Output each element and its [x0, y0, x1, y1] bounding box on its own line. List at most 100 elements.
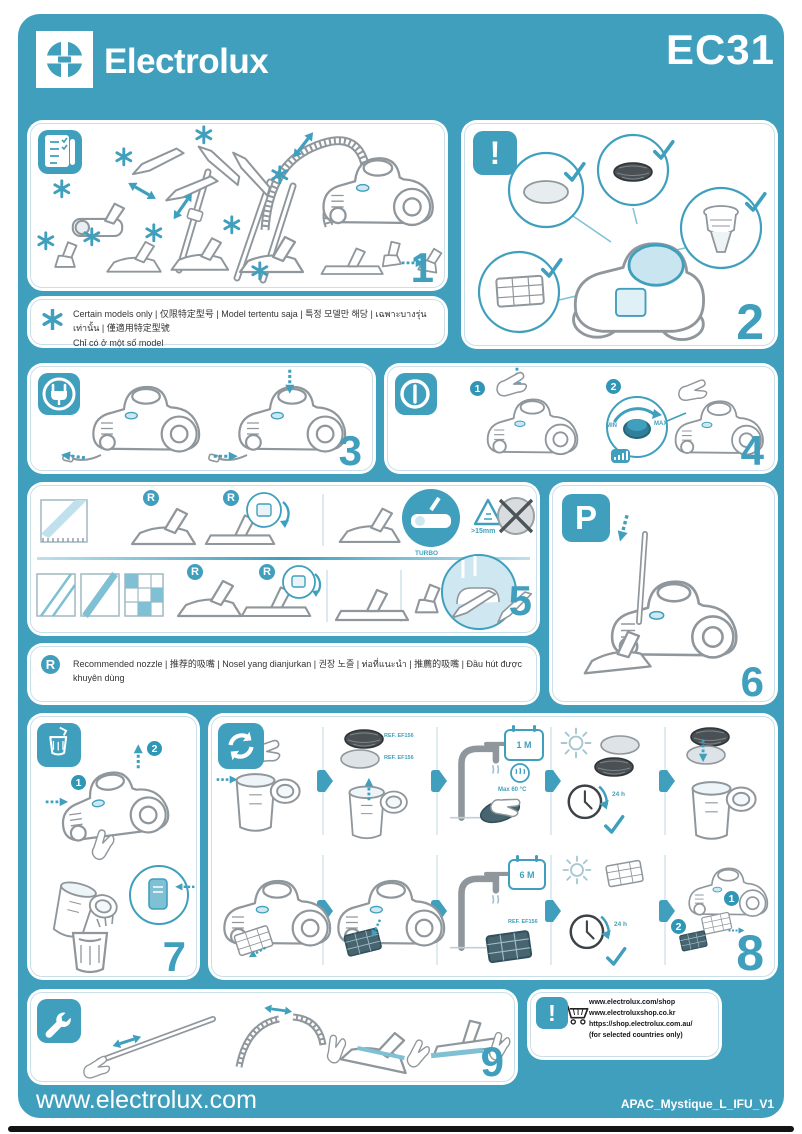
carpet-icon — [40, 499, 88, 543]
turbo-label: TURBO — [415, 550, 439, 557]
footer-doc-ref: APAC_Mystique_L_IFU_V1 — [620, 1097, 774, 1111]
step-1-badge: 1 — [724, 891, 739, 906]
calendar-6m-icon: 6 M — [508, 855, 546, 890]
vacuum-front-illustration — [572, 242, 705, 341]
filter-ref-label: REF. EF156 — [384, 733, 414, 739]
note-recommended-nozzle: R Recommended nozzle | 推荐的吸嘴 | Nosel yan… — [27, 643, 540, 705]
cord-illustration — [59, 368, 347, 464]
wash-hand-icon — [510, 763, 530, 783]
parking-glyph: P — [574, 499, 597, 536]
note-certain-models: Certain models only | 仅限特定型号 | Model ter… — [27, 296, 448, 348]
hepa-filter-circle — [477, 250, 563, 334]
wrench-icon — [37, 999, 81, 1043]
pedal-inset-circle — [246, 492, 290, 528]
panel-number: 4 — [740, 427, 764, 474]
recommended-badge: R — [223, 490, 239, 506]
power-icon — [395, 373, 437, 415]
turbo-brush-illustration — [71, 202, 126, 238]
panel-shop-info: ! www.electrolux.com/shop www.electrolux… — [527, 989, 722, 1060]
step-2-badge: 2 — [671, 919, 686, 934]
latch-detail-circle — [129, 865, 196, 925]
panel-number: 9 — [480, 1038, 504, 1085]
clearance-warning-triangle — [473, 498, 503, 526]
pedal-inset-circle-2 — [282, 565, 322, 599]
troubleshooting-illustration — [82, 1002, 517, 1082]
filter-ref-label: REF. EF156 — [508, 919, 538, 925]
dry-time-label: 24 h — [614, 921, 628, 928]
filter-maintenance-illustration — [215, 727, 769, 966]
panel-filter-maintenance: REF. EF156 REF. EF156 1 M Max 60 °C 24 h… — [208, 713, 778, 980]
shop-url-3: https://shop.electrolux.com.au/ — [589, 1020, 693, 1028]
foam-filter-circle — [507, 151, 586, 229]
model-number: EC31 — [665, 26, 775, 73]
power-illustration — [486, 366, 764, 463]
models-note-line2: Chỉ có ở một số model — [73, 337, 164, 348]
nozzle-illustration — [36, 489, 537, 630]
panel-number: 8 — [736, 925, 764, 981]
panel-parking: P 6 — [549, 482, 778, 705]
parking-icon: P — [562, 494, 610, 542]
vacuum-illustration — [486, 398, 579, 456]
trash-icon — [37, 723, 81, 767]
dial-max-label: MAX — [654, 421, 668, 427]
row-divider — [37, 557, 530, 560]
filters-illustration — [477, 133, 767, 341]
nozzle-illustration — [339, 1022, 415, 1075]
recommended-badge: R — [187, 564, 203, 580]
clearance-label: >15mm — [471, 528, 496, 535]
filter-ref-label: REF. EF156 — [384, 755, 414, 761]
models-note-line1: Certain models only | 仅限特定型号 | Model ter… — [73, 309, 427, 334]
panel-number: 3 — [338, 427, 362, 474]
recommended-badge: R — [41, 655, 60, 674]
panel-nozzle-selection: R R R R TURBO >15mm 5 — [27, 482, 540, 636]
upholstery-scene-circle — [441, 554, 537, 630]
footer-website: www.electrolux.com — [36, 1086, 257, 1114]
max-temp-label: Max 60 °C — [498, 787, 527, 793]
panel-filters-check: ! 2 — [461, 120, 778, 349]
panel-number: 5 — [508, 577, 532, 624]
alert-icon: ! — [536, 997, 568, 1029]
cyclone-filter-circle — [679, 186, 767, 270]
panel-number: 7 — [162, 933, 186, 980]
vacuum-illustration — [92, 385, 201, 453]
exclamation-glyph: ! — [489, 134, 501, 171]
turbo-detail-circle — [402, 489, 460, 547]
panel-number: 6 — [740, 658, 764, 705]
exclamation-glyph: ! — [548, 999, 556, 1026]
bottom-bar — [8, 1126, 794, 1132]
dust-container-illustration — [235, 773, 301, 832]
power-dial-illustration — [606, 396, 668, 463]
panel-empty-dust: 1 2 7 — [27, 713, 200, 980]
hardfloor-icons — [36, 571, 164, 619]
shop-url-1: www.electrolux.com/shop — [589, 999, 676, 1006]
turbo-nozzle-illustration — [338, 507, 401, 543]
step-1-badge: 1 — [470, 381, 485, 396]
asterisk-icon — [42, 309, 63, 330]
hand-illustration — [494, 367, 531, 402]
calendar-1m-icon: 1 M — [504, 725, 544, 761]
step-2-badge: 2 — [606, 379, 621, 394]
warning-icon: ! — [473, 131, 517, 175]
panel-number: 2 — [736, 294, 764, 350]
shop-note: (for selected countries only) — [589, 1031, 683, 1039]
clock-icon — [567, 784, 610, 820]
recommended-badge: R — [259, 564, 275, 580]
parquet-nozzle-illustration — [334, 588, 410, 622]
crevice-tool-illustration — [128, 146, 187, 176]
trash-bin-illustration — [71, 931, 109, 974]
dial-min-label: MIN — [606, 423, 617, 429]
panel-power-cord: 3 — [27, 363, 376, 474]
plug-icon — [38, 373, 80, 415]
brand-wordmark: Electrolux — [104, 42, 269, 81]
panel-accessories: 1 — [27, 120, 448, 291]
maintenance-cycle-icon — [218, 723, 264, 769]
panel-troubleshooting: 9 — [27, 989, 518, 1085]
step-1-badge: 1 — [71, 775, 86, 790]
accessories-illustration — [37, 125, 443, 284]
canister-vacuum-illustration — [322, 157, 434, 227]
shop-url-2: www.electroluxshop.co.kr — [589, 1009, 676, 1017]
electrolux-logo-icon — [36, 31, 93, 88]
panel-number: 1 — [410, 244, 434, 291]
checklist-icon — [38, 130, 82, 174]
